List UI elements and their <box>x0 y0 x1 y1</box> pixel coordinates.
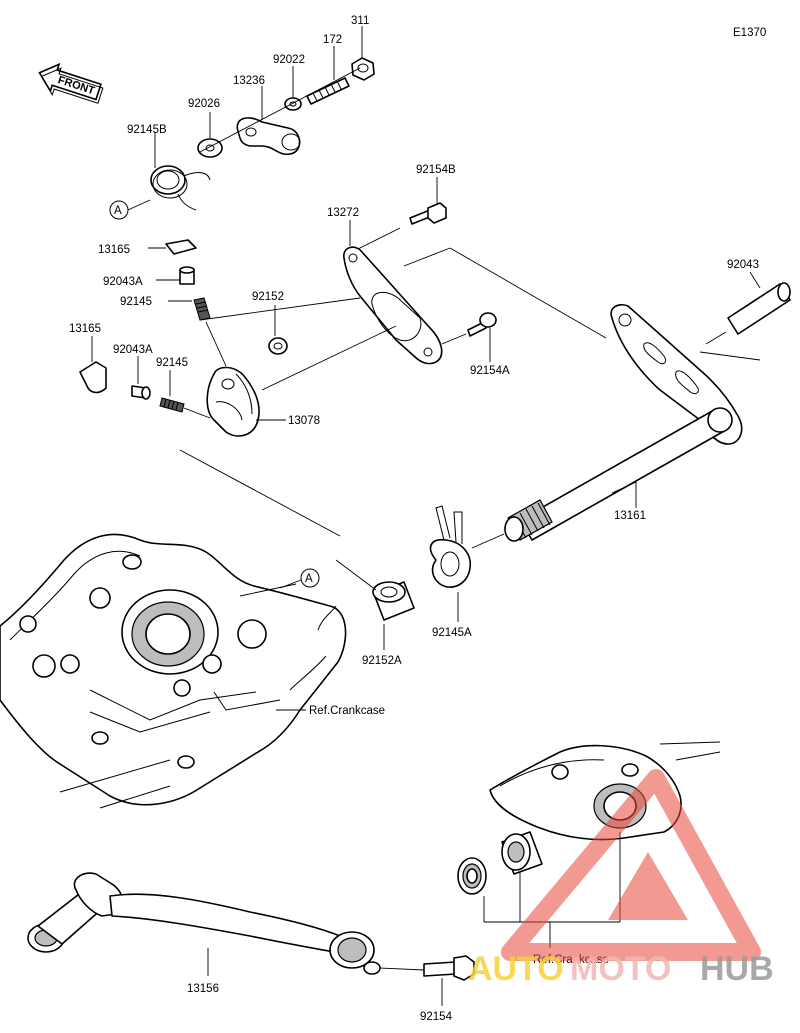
label-92152: 92152 <box>252 291 284 303</box>
label-92145A: 92145A <box>432 627 472 639</box>
nut-311 <box>351 57 375 81</box>
label-13165-b: 13165 <box>69 323 101 335</box>
shaft-13161 <box>504 303 743 542</box>
label-311: 311 <box>351 15 369 27</box>
label-13161: 13161 <box>614 510 646 522</box>
label-92145-b: 92145 <box>156 357 188 369</box>
label-92145-a: 92145 <box>120 296 152 308</box>
label-92154B: 92154B <box>416 164 456 176</box>
label-92154: 92154 <box>420 1011 453 1023</box>
pin-92043A-b <box>131 385 151 400</box>
svg-text:AUTO: AUTO <box>468 950 564 988</box>
plate-13272 <box>343 246 443 365</box>
bolt-92154A <box>467 312 497 337</box>
label-92152A: 92152A <box>362 655 402 667</box>
spring-92145A <box>429 505 471 588</box>
svg-text:HUB: HUB <box>700 950 774 988</box>
label-crankcase-mid: Ref.Crankcase <box>309 705 385 717</box>
seal-lower <box>457 857 487 895</box>
diagram-code: E1370 <box>733 27 766 39</box>
bearing-lower <box>501 831 543 875</box>
watermark-logo <box>501 769 761 961</box>
label-13156: 13156 <box>187 983 219 995</box>
label-92145B: 92145B <box>127 124 167 136</box>
crankcase-ref-left <box>0 533 347 809</box>
label-92022: 92022 <box>273 54 305 66</box>
bushing-92152A <box>372 581 415 621</box>
svg-text:A: A <box>305 573 313 585</box>
callout-a-mid: A <box>279 568 320 589</box>
svg-text:A: A <box>114 205 122 217</box>
pin-92043A-a <box>179 266 195 285</box>
stopper-13165-a <box>165 239 197 255</box>
spring-92145B <box>150 165 211 211</box>
pawl-13078 <box>206 366 260 437</box>
label-13272: 13272 <box>327 207 359 219</box>
svg-text:MOTO: MOTO <box>570 950 671 988</box>
pedal-13156 <box>27 872 381 975</box>
label-92043: 92043 <box>727 259 759 271</box>
washer-92026 <box>197 138 223 158</box>
label-92154A: 92154A <box>470 365 510 377</box>
spring-92145-b <box>159 397 185 413</box>
plate-13236 <box>236 117 301 156</box>
stud-172 <box>306 77 350 105</box>
stopper-13165-b <box>79 361 107 394</box>
callout-a-top: A <box>109 199 151 220</box>
front-arrow-icon: FRONT <box>38 62 104 104</box>
label-13165-a: 13165 <box>98 244 130 256</box>
pin-92043 <box>727 282 791 335</box>
label-92026: 92026 <box>188 98 220 110</box>
label-92043A-b: 92043A <box>113 344 153 356</box>
spring-92145-a <box>193 297 211 321</box>
watermark-text: AUTO MOTO HUB <box>468 950 774 988</box>
label-92043A-a: 92043A <box>103 276 143 288</box>
bolt-92154B <box>409 202 447 225</box>
label-13236: 13236 <box>233 75 265 87</box>
bolt-92154 <box>423 955 475 981</box>
label-13078: 13078 <box>288 415 320 427</box>
washer-92152 <box>268 337 288 355</box>
label-172: 172 <box>323 34 342 46</box>
